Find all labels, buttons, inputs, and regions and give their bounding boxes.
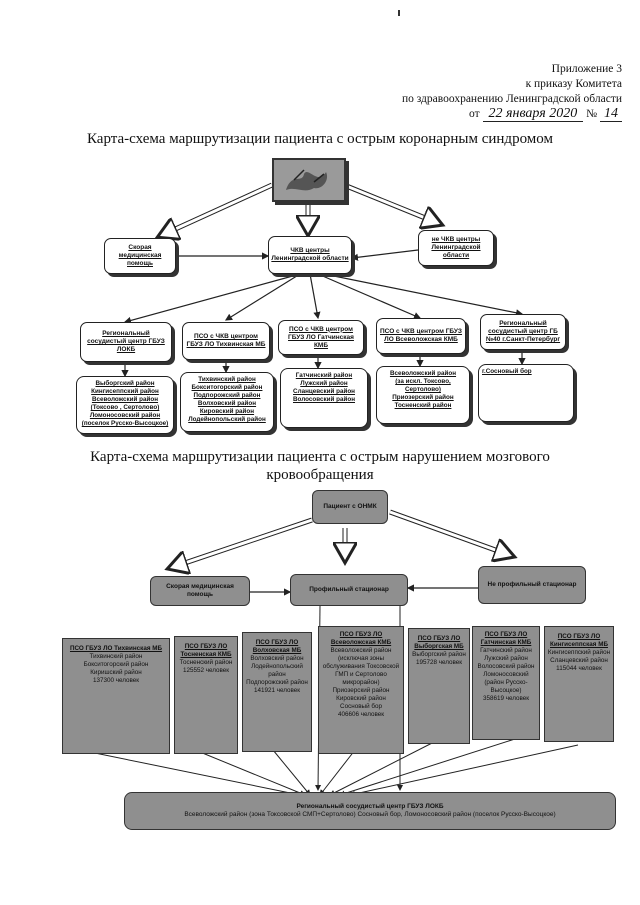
pso-head: ПСО ГБУЗ ЛО Тихвинская МБ bbox=[69, 645, 163, 652]
number-sign: № bbox=[586, 108, 598, 120]
regional-center-districts: Всеволожский район (зона Токсовской СМП+… bbox=[184, 811, 556, 818]
pso-box-vsevolozhsk: ПСО ГБУЗ ЛО Всеволожская КМБ Всеволожски… bbox=[318, 626, 404, 754]
acs-branch-head-4: ПСО с ЧКВ центром ГБУЗ ЛО Всеволожская К… bbox=[376, 318, 466, 354]
acs-branch-head-5: Региональный сосудистый центр ГБ №40 г.С… bbox=[480, 314, 566, 350]
pso-body: Гатчинский район Лужский район Волосовск… bbox=[477, 647, 535, 702]
pso-box-tosno: ПСО ГБУЗ ЛО Тосненская КМБ Тосненский ра… bbox=[174, 636, 238, 754]
acs-branch-head-3: ПСО с ЧКВ центром ГБУЗ ЛО Гатчинская КМБ bbox=[278, 320, 364, 355]
pso-box-kingisepp: ПСО ГБУЗ ЛО Кингисеппская МБ Кингисеппск… bbox=[544, 626, 614, 742]
acs-title: Карта-схема маршрутизации пациента с ост… bbox=[87, 131, 553, 147]
order-date-prefix: от bbox=[469, 108, 480, 120]
stroke-nonprofile-hospital-box: Не профильный стационар bbox=[478, 566, 586, 604]
acs-branch-head-1: Региональный сосудистый центр ГБУЗ ЛОКБ bbox=[80, 322, 172, 362]
heart-image bbox=[272, 158, 346, 202]
pso-body: Тихвинский район Бокситогорский район Ки… bbox=[83, 653, 149, 684]
pso-body: Всеволожский район (исключая зоны обслуж… bbox=[322, 647, 400, 718]
pso-head: ПСО ГБУЗ ЛО Гатчинская КМБ bbox=[480, 631, 532, 646]
stroke-ambulance-box: Скорая медицинская помощь bbox=[150, 576, 250, 606]
acs-pci-centers-box: ЧКВ центры Ленинградской области bbox=[268, 236, 352, 274]
stroke-title-line1: Карта-схема маршрутизации пациента с ост… bbox=[90, 449, 550, 465]
stroke-regional-center-box: Региональный сосудистый центр ГБУЗ ЛОКБ … bbox=[124, 792, 616, 830]
acs-branch-list-1: Выборгский район Кингисеппский район Все… bbox=[76, 376, 174, 434]
pso-body: Тосненский район 125552 человек bbox=[179, 659, 233, 674]
heart-icon bbox=[286, 169, 328, 191]
stroke-title-line2: кровообращения bbox=[266, 467, 374, 483]
acs-branch-head-2: ПСО с ЧКВ центром ГБУЗ ЛО Тихвинская МБ bbox=[182, 322, 270, 360]
pso-body: Кингисеппский район Сланцевский район 11… bbox=[547, 649, 611, 672]
pso-box-gatchina: ПСО ГБУЗ ЛО Гатчинская КМБ Гатчинский ра… bbox=[472, 626, 540, 740]
acs-branch-list-3: Гатчинский район Лужский район Сланцевск… bbox=[280, 368, 368, 428]
pso-body: Волховский район Лодейнопольский район П… bbox=[246, 655, 308, 694]
pso-head: ПСО ГБУЗ ЛО Тосненская КМБ bbox=[180, 643, 232, 658]
appendix-label: Приложение 3 bbox=[551, 63, 622, 75]
acs-branch-list-4: Всеволожский район (за искл. Токсово, Се… bbox=[376, 366, 470, 424]
pso-head: ПСО ГБУЗ ЛО Волховская МБ bbox=[252, 639, 302, 654]
handwritten-date: 22 января 2020 bbox=[482, 106, 584, 122]
stroke-profile-hospital-box: Профильный стационар bbox=[290, 574, 408, 606]
pso-box-volkhov: ПСО ГБУЗ ЛО Волховская МБ Волховский рай… bbox=[242, 632, 312, 752]
stroke-patient-box: Пациент с ОНМК bbox=[312, 490, 388, 524]
pso-head: ПСО ГБУЗ ЛО Всеволожская КМБ bbox=[330, 631, 392, 646]
pso-body: Выборгский район 195728 человек bbox=[412, 651, 466, 666]
order-label: к приказу Комитета bbox=[525, 78, 622, 90]
acs-non-pci-centers-box: не ЧКВ центры Ленинградской области bbox=[418, 230, 494, 266]
acs-branch-list-5: г.Сосновый бор bbox=[478, 364, 574, 422]
acs-branch-list-2: Тихвинский район Бокситогорский район По… bbox=[180, 372, 274, 432]
order-date-line: от 22 января 2020 № 14 bbox=[469, 106, 622, 122]
pso-head: ПСО ГБУЗ ЛО Кингисеппская МБ bbox=[550, 633, 608, 648]
acs-ambulance-box: Скорая медицинская помощь bbox=[104, 238, 176, 274]
committee-label: по здравоохранению Ленинградской области bbox=[401, 93, 622, 105]
scan-mark bbox=[398, 10, 400, 16]
pso-head: ПСО ГБУЗ ЛО Выборгская МБ bbox=[414, 635, 464, 650]
pso-box-vyborg: ПСО ГБУЗ ЛО Выборгская МБ Выборгский рай… bbox=[408, 628, 470, 744]
pso-box-tikhvin: ПСО ГБУЗ ЛО Тихвинская МБ Тихвинский рай… bbox=[62, 638, 170, 754]
regional-center-title: Региональный сосудистый центр ГБУЗ ЛОКБ bbox=[296, 803, 444, 810]
handwritten-number: 14 bbox=[600, 106, 622, 122]
